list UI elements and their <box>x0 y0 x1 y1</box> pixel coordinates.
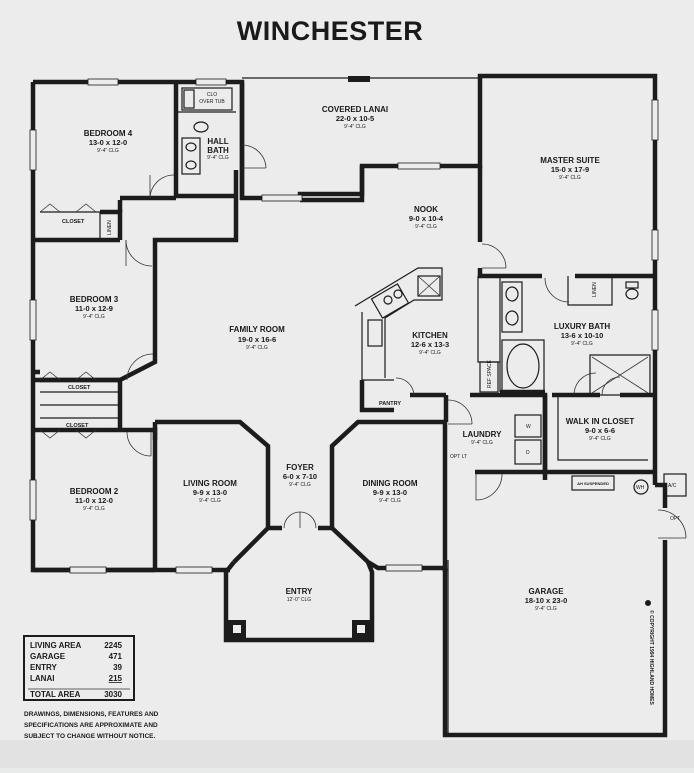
area-label-1: GARAGE <box>30 652 66 661</box>
kitchen-name: KITCHEN <box>412 331 448 340</box>
ah-suspended-label: AH SUSPENDED <box>577 481 609 486</box>
closet-label-bed3: CLOSET <box>68 385 91 391</box>
vanity <box>181 137 201 175</box>
luxury-bath-clg: 9'-4" CLG <box>571 341 593 347</box>
nook-clg: 9'-4" CLG <box>415 224 437 230</box>
nook-dims: 9-0 x 10-4 <box>409 214 444 223</box>
hall-bath-clg: 9'-4" CLG <box>207 155 229 161</box>
living-room-clg: 9'-4" CLG <box>199 498 221 504</box>
master-suite-name: MASTER SUITE <box>540 156 600 165</box>
paper-shadow <box>0 740 694 768</box>
family-room-clg: 9'-4" CLG <box>246 345 268 351</box>
doors <box>125 144 687 539</box>
area-label-4: TOTAL AREA <box>30 690 81 699</box>
hall-bath-name-2: BATH <box>207 146 229 155</box>
dining-room-clg: 9'-4" CLG <box>379 498 401 504</box>
entry-name: ENTRY <box>286 587 313 596</box>
ref-space <box>479 361 499 393</box>
master-suite-dims: 15-0 x 17-9 <box>551 165 589 174</box>
hall-bath-name-1: HALL <box>207 137 228 146</box>
fixture-labels: CLOSET CLOSET CLOSET LINEN LINEN REF SPA… <box>62 219 680 705</box>
toilet <box>193 121 209 133</box>
covered-lanai-clg: 9'-4" CLG <box>344 124 366 130</box>
bedroom4-clg: 9'-4" CLG <box>97 148 119 154</box>
walls <box>30 73 668 738</box>
nook-name: NOOK <box>414 205 438 214</box>
windows <box>29 76 659 574</box>
bedroom3-clg: 9'-4" CLG <box>83 314 105 320</box>
bedroom3-dims: 11-0 x 12-9 <box>75 304 113 313</box>
bedroom3-name: BEDROOM 3 <box>70 295 119 304</box>
disclaimer: DRAWINGS, DIMENSIONS, FEATURES AND SPECI… <box>24 711 159 740</box>
fixtures <box>181 87 687 638</box>
walk-in-closet-name: WALK IN CLOSET <box>566 417 635 426</box>
area-table: LIVING AREA 2245 GARAGE 471 ENTRY 39 LAN… <box>23 635 135 701</box>
living-room-dims: 9-9 x 13-0 <box>193 488 227 497</box>
laundry-name: LAUNDRY <box>463 430 502 439</box>
walk-in-closet-clg: 9'-4" CLG <box>589 436 611 442</box>
area-label-0: LIVING AREA <box>30 641 81 650</box>
room-labels: BEDROOM 4 13-0 x 12-0 9'-4" CLG CLO OVER… <box>70 92 635 612</box>
garage-clg: 9'-4" CLG <box>535 606 557 612</box>
family-room-name: FAMILY ROOM <box>229 325 285 334</box>
area-value-2: 39 <box>113 663 122 672</box>
dining-room-dims: 9-9 x 13-0 <box>373 488 407 497</box>
covered-lanai-dims: 22-0 x 10-5 <box>336 114 374 123</box>
foyer-dims: 6-0 x 7-10 <box>283 472 317 481</box>
dryer-label: D <box>526 450 530 456</box>
garage-dims: 18-10 x 23-0 <box>525 596 568 605</box>
area-label-3: LANAI <box>30 674 54 683</box>
hall-bath-over-tub: OVER TUB <box>199 99 225 105</box>
disclaimer-line-0: DRAWINGS, DIMENSIONS, FEATURES AND <box>24 711 159 718</box>
pantry-name: PANTRY <box>379 401 401 407</box>
kitchen-clg: 9'-4" CLG <box>419 350 441 356</box>
family-room-dims: 19-0 x 16-6 <box>238 335 276 344</box>
bedroom4-dims: 13-0 x 12-0 <box>89 138 127 147</box>
disclaimer-line-1: SPECIFICATIONS ARE APPROXIMATE AND <box>24 722 158 729</box>
wh-label: WH <box>636 485 645 491</box>
walk-in-closet-dims: 9-0 x 6-6 <box>585 426 615 435</box>
closet-label-bed2: CLOSET <box>66 423 89 429</box>
kitchen-dims: 12-6 x 13-3 <box>411 340 449 349</box>
bedroom4-name: BEDROOM 4 <box>84 129 133 138</box>
plan-title: WINCHESTER <box>237 16 424 46</box>
closet-label-bed4: CLOSET <box>62 219 85 225</box>
living-room-name: LIVING ROOM <box>183 479 237 488</box>
bathtub <box>181 87 233 111</box>
garage-name: GARAGE <box>528 587 564 596</box>
hall-bath-clo: CLO <box>207 92 217 98</box>
bedroom2-dims: 11-0 x 12-0 <box>75 496 113 505</box>
luxury-bath-dims: 13-6 x 10-10 <box>561 331 604 340</box>
foyer-name: FOYER <box>286 463 314 472</box>
covered-lanai-name: COVERED LANAI <box>322 105 388 114</box>
ac-label: A/C <box>668 483 677 489</box>
area-label-2: ENTRY <box>30 663 57 672</box>
disclaimer-line-2: SUBJECT TO CHANGE WITHOUT NOTICE. <box>24 733 156 740</box>
closet-doors <box>39 203 97 439</box>
area-value-4: 3030 <box>104 690 122 699</box>
linen-label-master: LINEN <box>592 282 598 297</box>
foyer-clg: 9'-4" CLG <box>289 482 311 488</box>
luxury-bath-name: LUXURY BATH <box>554 322 611 331</box>
area-value-0: 2245 <box>104 641 122 650</box>
area-value-1: 471 <box>109 652 123 661</box>
washer-label: W <box>526 424 531 430</box>
linen-label-hall: LINEN <box>107 220 113 235</box>
bedroom2-clg: 9'-4" CLG <box>83 506 105 512</box>
opt-lt-label: OPT LT <box>450 454 467 460</box>
dining-room-name: DINING ROOM <box>362 479 417 488</box>
area-value-3: 215 <box>109 674 123 683</box>
copyright-label: © COPYRIGHT 1994 HIGHLAND HOMES <box>648 610 655 705</box>
opt-label: OPT <box>670 516 680 522</box>
master-suite-clg: 9'-4" CLG <box>559 175 581 181</box>
bathtub-master <box>501 339 545 393</box>
entry-clg: 12'-0" CLG <box>287 597 312 603</box>
ref-space-label: REF SPACE <box>487 359 493 388</box>
bedroom2-name: BEDROOM 2 <box>70 487 119 496</box>
laundry-clg: 9'-4" CLG <box>471 440 493 446</box>
